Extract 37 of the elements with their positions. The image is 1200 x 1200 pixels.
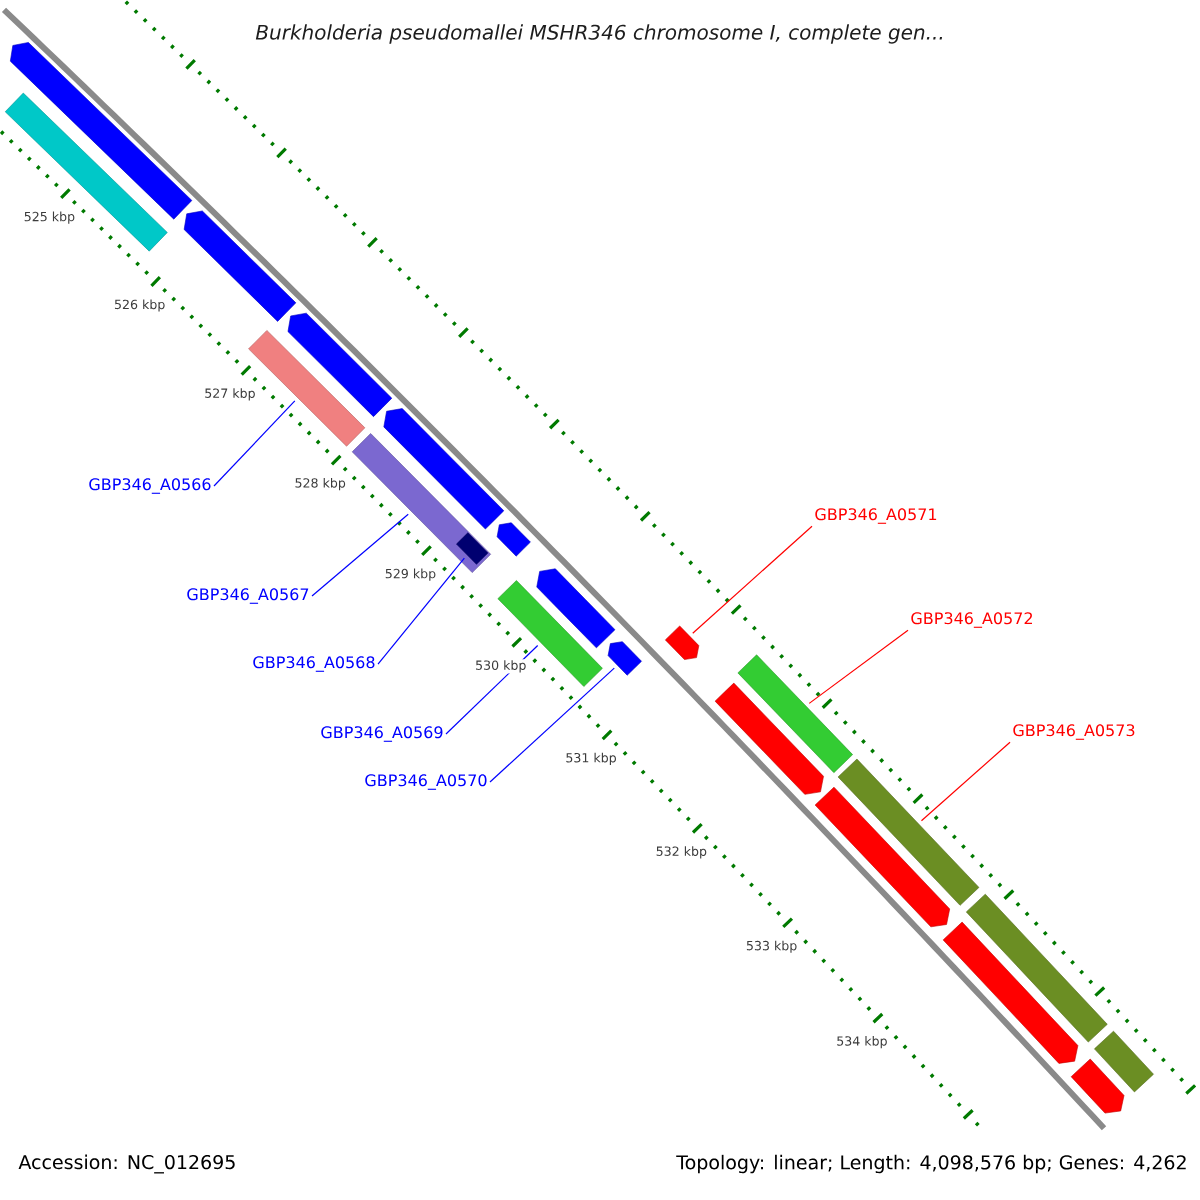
gene-block: [814, 786, 950, 928]
gene-block: [287, 312, 393, 417]
leader-line: [489, 667, 615, 783]
gene-label: GBP346_A0571: [815, 508, 937, 524]
gene-label: GBP346_A0573: [1013, 724, 1135, 740]
leader-line: [213, 400, 296, 487]
gene-block: [1094, 1030, 1154, 1093]
leader-line: [377, 557, 465, 665]
gene-block: [837, 758, 980, 906]
gene-label: GBP346_A0567: [187, 588, 309, 604]
leader-line: [692, 525, 813, 634]
gene-block: [607, 641, 642, 676]
title: Burkholderia pseudomallei MSHR346 chromosome I, complete gen...: [255, 24, 943, 44]
gene-block: [496, 522, 531, 557]
gene-block: [183, 210, 297, 322]
leader-line: [311, 513, 409, 597]
leader-line: [808, 629, 909, 704]
leader-line: [920, 741, 1011, 822]
gene-label: GBP346_A0568: [253, 656, 375, 672]
info-text: Accession: NC_012695: [18, 1154, 235, 1174]
gene-block: [383, 408, 505, 530]
gene-block: [4, 92, 168, 252]
gene-block: [714, 682, 824, 795]
gene-block: [497, 580, 603, 687]
gene-block: [1070, 1058, 1125, 1114]
gene-label: GBP346_A0569: [321, 726, 443, 742]
gene-block: [966, 893, 1108, 1043]
gene-label: GBP346_A0570: [365, 774, 487, 790]
gene-block: [665, 625, 700, 660]
gene-block: [536, 568, 616, 649]
gene-label: GBP346_A0566: [89, 478, 211, 494]
info-text: Topology: linear; Length: 4,098,576 bp; Genes: 4,262: [672, 1150, 1192, 1178]
gene-block: [456, 532, 489, 565]
gene-block: [10, 42, 193, 220]
gene-block: [737, 654, 853, 773]
gene-label: GBP346_A0572: [911, 612, 1032, 628]
gene-block: [942, 921, 1079, 1064]
